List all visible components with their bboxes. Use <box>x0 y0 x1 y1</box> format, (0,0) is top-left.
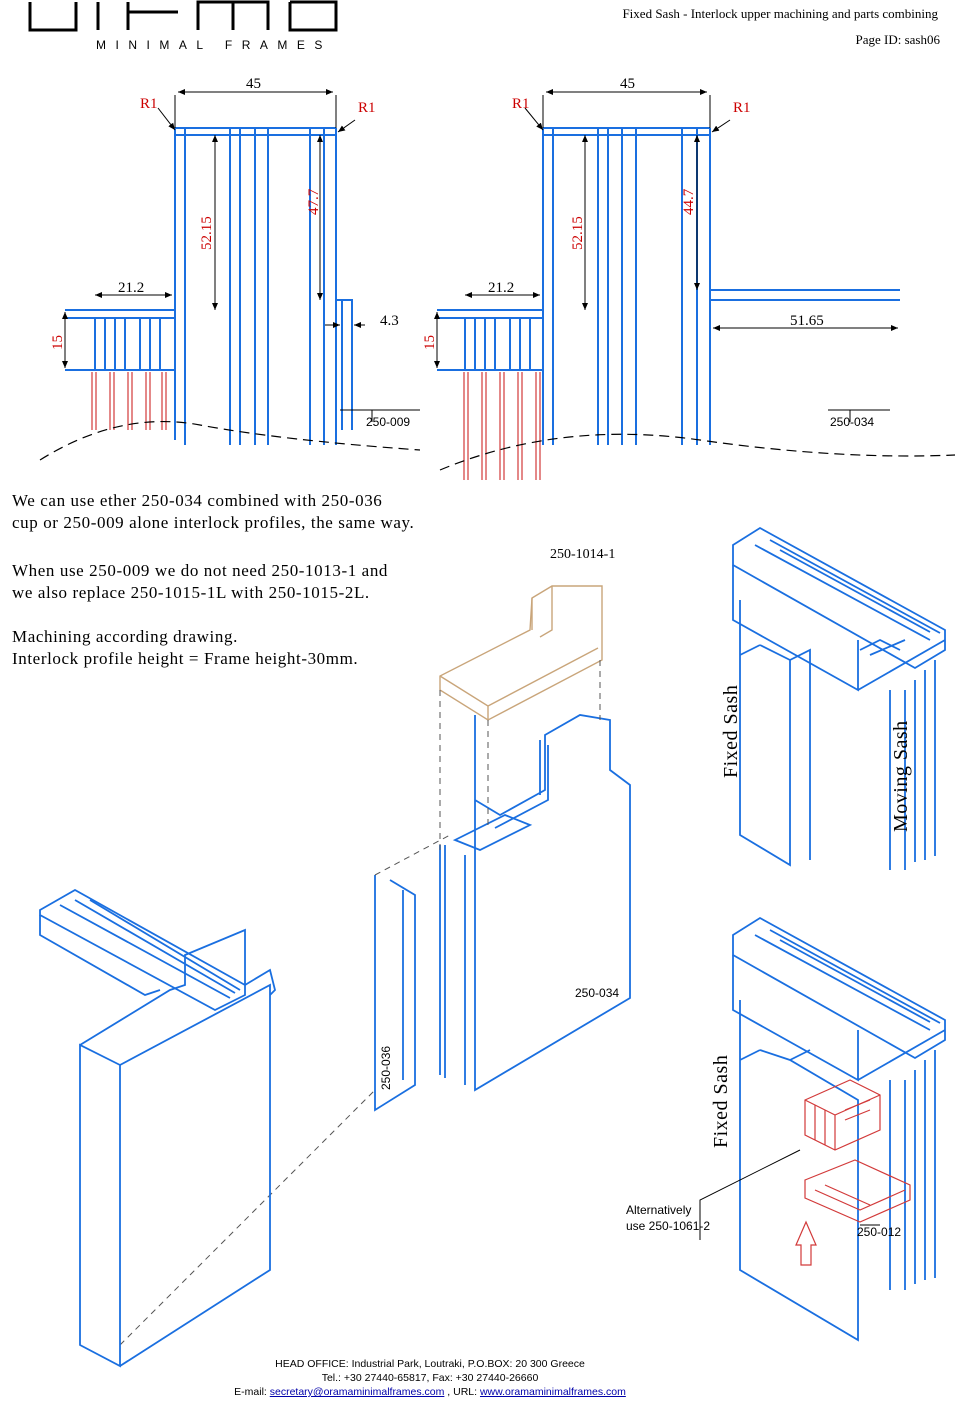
note-line-4: we also replace 250-1015-1L with 250-101… <box>12 583 370 602</box>
footer-contact: E-mail: secretary@oramaminimalframes.com… <box>0 1386 860 1398</box>
dim-212-left: 21.2 <box>118 280 144 296</box>
label-250-034-top: 250-034 <box>830 415 874 429</box>
machining-parts <box>795 1079 911 1266</box>
note-line-1: We can use ether 250-034 combined with 2… <box>12 491 383 510</box>
note-line-5: Machining according drawing. <box>12 627 238 646</box>
label-250-034-bottom: 250-034 <box>575 986 619 1000</box>
dim-r1-left-b: R1 <box>358 100 376 116</box>
dim-15-left: 15 <box>50 335 66 350</box>
dim-43-left: 4.3 <box>380 313 399 329</box>
footer-url-link[interactable]: www.oramaminimalframes.com <box>479 1386 626 1398</box>
footer-email-link[interactable]: secretary@oramaminimalframes.com <box>269 1386 445 1398</box>
dim-5215-right: 52.15 <box>570 216 586 250</box>
section-right <box>437 127 956 480</box>
dim-r1-right-a: R1 <box>512 96 530 112</box>
part-250-1014-1 <box>439 585 603 721</box>
dim-15-right: 15 <box>422 335 438 350</box>
footer-email-label: E-mail: <box>234 1386 270 1398</box>
footer-phone: Tel.: +30 27440-65817, Fax: +30 27440-26… <box>321 1372 539 1384</box>
label-moving-sash: Moving Sash <box>890 720 912 832</box>
iso-left <box>39 888 276 1368</box>
footer-url-label: , URL: <box>444 1386 480 1398</box>
dim-r1-left-a: R1 <box>140 96 158 112</box>
dim-477-left: 47.7 <box>306 188 322 215</box>
dim-212-right: 21.2 <box>488 280 514 296</box>
page-title: Fixed Sash - Interlock upper machining a… <box>622 6 938 21</box>
dim-45-left: 45 <box>246 76 261 92</box>
orama-logo <box>28 0 338 32</box>
brand-subtitle: MINIMAL FRAMES <box>96 38 332 52</box>
label-250-1014-1: 250-1014-1 <box>550 547 615 562</box>
label-alternatively: Alternatively <box>626 1203 691 1217</box>
note-line-2: cup or 250-009 alone interlock profiles,… <box>12 513 415 532</box>
page-id: Page ID: sash06 <box>855 32 941 47</box>
dim-5215-left: 52.15 <box>199 216 215 250</box>
iso-bottom-right <box>732 916 946 1342</box>
label-fixed-sash-top: Fixed Sash <box>720 685 742 778</box>
label-250-009: 250-009 <box>366 415 410 429</box>
note-line-6: Interlock profile height = Frame height-… <box>12 649 359 668</box>
dim-447-right: 44.7 <box>681 188 697 215</box>
dim-5165-right: 51.65 <box>790 313 824 329</box>
iso-center <box>374 714 631 1112</box>
note-line-3: When use 250-009 we do not need 250-1013… <box>12 561 389 580</box>
dim-r1-right-b: R1 <box>733 100 751 116</box>
section-left <box>39 127 421 461</box>
footer-address: HEAD OFFICE: Industrial Park, Loutraki, … <box>275 1358 585 1370</box>
label-fixed-sash-bottom: Fixed Sash <box>710 1055 732 1148</box>
iso-top-right <box>732 526 946 870</box>
dimensions-left <box>62 89 420 422</box>
dim-45-right: 45 <box>620 76 635 92</box>
label-250-012: 250-012 <box>857 1225 901 1239</box>
dimensions-right <box>434 89 898 422</box>
label-250-036: 250-036 <box>379 1046 393 1090</box>
label-alt-part: use 250-1061-2 <box>626 1219 710 1233</box>
